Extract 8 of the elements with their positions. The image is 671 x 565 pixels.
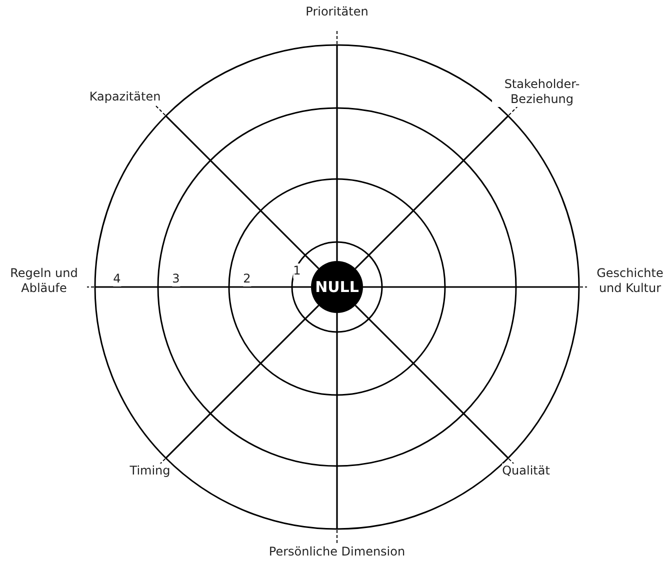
axis-label: Qualität [502, 464, 550, 478]
axis-label: Kapazitäten [89, 90, 161, 104]
scale-number: 4 [113, 272, 121, 286]
center-circle: NULL [311, 261, 363, 313]
scale-number: 3 [172, 272, 180, 286]
scale-number: 2 [243, 272, 251, 286]
axis-label: Timing [130, 464, 170, 478]
scale-number: 1 [293, 264, 301, 278]
